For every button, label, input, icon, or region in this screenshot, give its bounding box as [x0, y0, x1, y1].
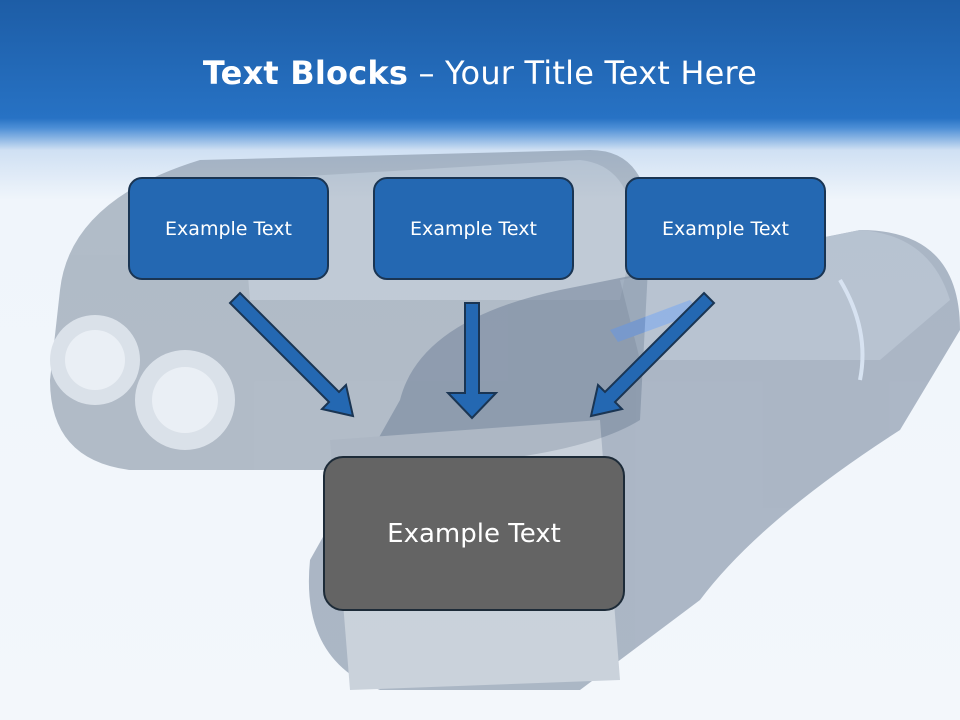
slide-title: Text Blocks – Your Title Text Here [0, 54, 960, 92]
title-rest-part: – Your Title Text Here [408, 54, 758, 92]
text-block-3-label: Example Text [662, 217, 789, 240]
main-text-block-label: Example Text [387, 518, 561, 549]
text-block-1[interactable]: Example Text [128, 177, 329, 280]
text-block-2-label: Example Text [410, 217, 537, 240]
main-text-block[interactable]: Example Text [323, 456, 625, 611]
text-block-3[interactable]: Example Text [625, 177, 826, 280]
text-block-2[interactable]: Example Text [373, 177, 574, 280]
text-block-1-label: Example Text [165, 217, 292, 240]
title-bold-part: Text Blocks [202, 54, 409, 92]
